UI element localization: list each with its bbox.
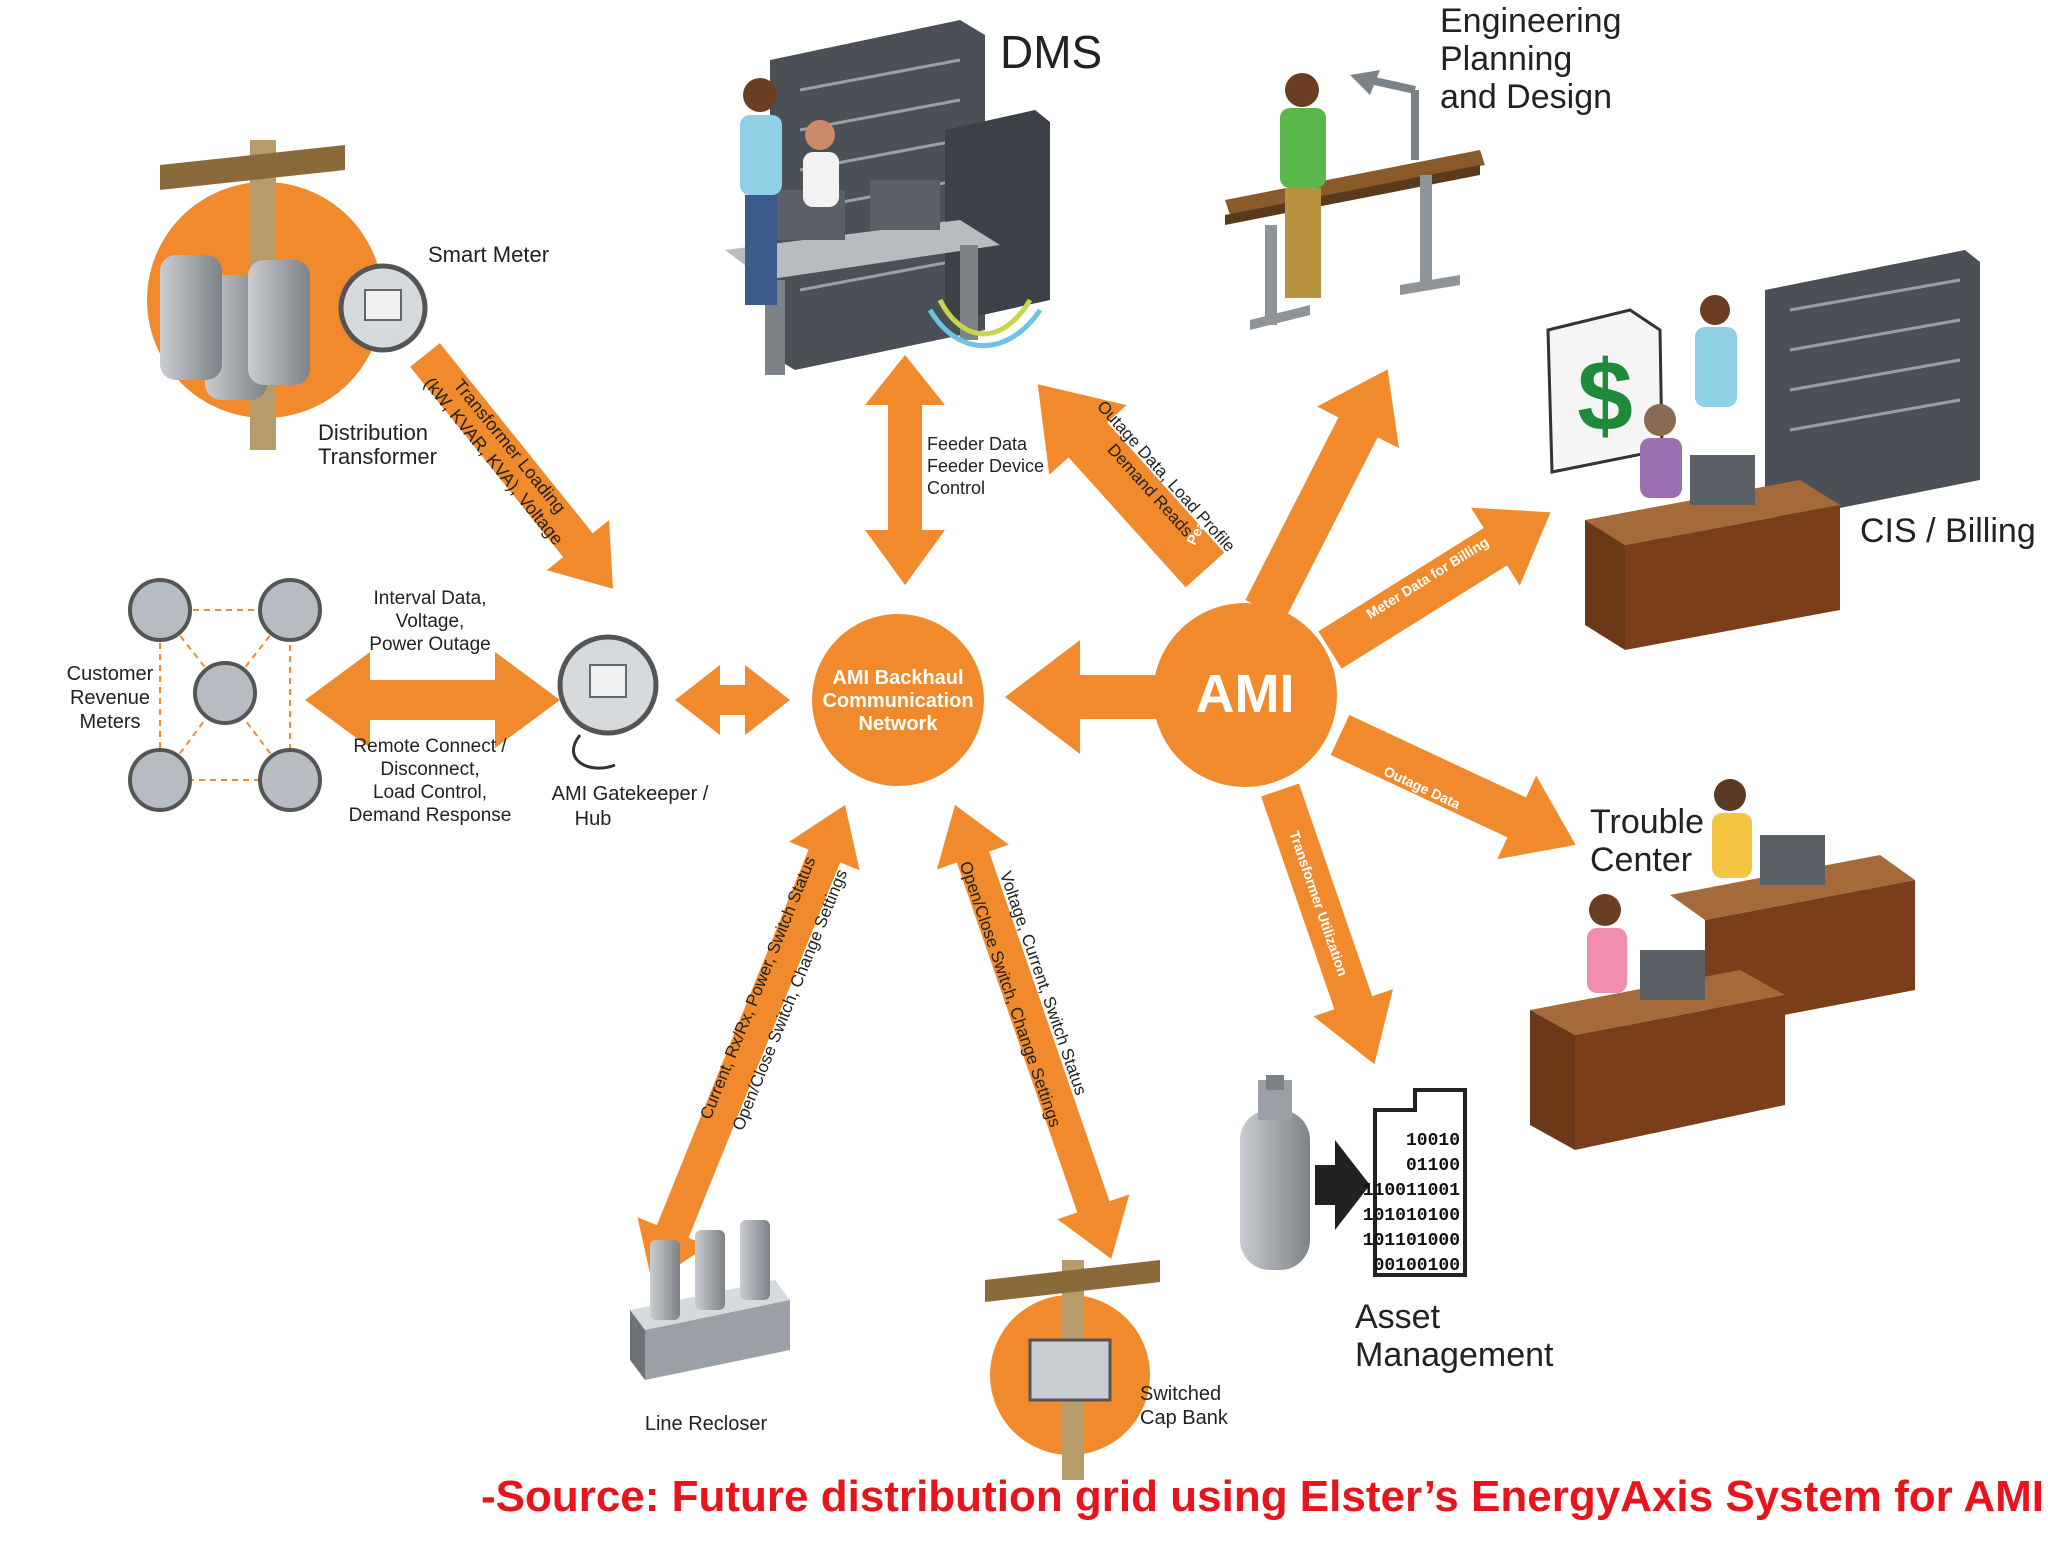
interval-data-label-1: Interval Data, xyxy=(374,588,487,609)
binary-line: 00100100 xyxy=(1374,1256,1460,1276)
cap-bank-node: Switched Cap Bank xyxy=(985,1260,1229,1480)
cap-bank-label-1: Switched xyxy=(1140,1383,1221,1405)
cap-bank-label-2: Cap Bank xyxy=(1140,1407,1229,1429)
cis-billing-label: CIS / Billing xyxy=(1860,512,2036,550)
ami-hub: AMI xyxy=(1153,603,1337,787)
customer-meters-label-3: Meters xyxy=(79,711,140,733)
cis-billing-node: $ CIS / Billing xyxy=(1546,250,2036,650)
svg-text:$: $ xyxy=(1577,340,1633,452)
arrow-right-icon xyxy=(1315,1140,1370,1230)
source-caption: -Source: Future distribution grid using … xyxy=(480,1472,2044,1521)
customer-meters-label-1: Customer xyxy=(67,663,154,685)
ami-hub-label: AMI xyxy=(1196,664,1295,724)
remote-connect-label-4: Demand Response xyxy=(349,805,512,826)
backhaul-label-2: Communication xyxy=(822,690,973,712)
backhaul-label-3: Network xyxy=(859,713,939,735)
customer-meter-icon xyxy=(128,578,192,642)
customer-meter-icon xyxy=(258,748,322,812)
angled-arrows xyxy=(410,343,1576,1283)
dms-label: DMS xyxy=(1000,26,1102,78)
distribution-transformer-node: Smart Meter Distribution Transformer xyxy=(147,140,549,469)
arrow-ami-to-dms xyxy=(1037,384,1225,588)
asset-management-label-1: Asset xyxy=(1355,1298,1441,1336)
arrow-ami-to-asset xyxy=(1261,783,1393,1065)
arrow-ami-to-cis xyxy=(1318,507,1551,669)
arrow-backhaul-dms xyxy=(865,355,945,585)
arrow-backhaul-recloser xyxy=(637,805,860,1283)
gatekeeper-label-1: AMI Gatekeeper / xyxy=(552,783,709,805)
trouble-center-node: Trouble Center xyxy=(1530,779,1915,1150)
feeder-data-label-2: Feeder Device xyxy=(927,456,1044,476)
feeder-data-label-1: Feeder Data xyxy=(927,434,1028,454)
line-recloser-label: Line Recloser xyxy=(645,1413,768,1435)
arrow-ami-to-backhaul xyxy=(1005,640,1180,754)
engineering-label-1: Engineering xyxy=(1440,2,1621,40)
dollar-document-icon: $ xyxy=(1546,308,1664,474)
arrow-backhaul-capbank xyxy=(936,805,1130,1259)
asset-management-label-2: Management xyxy=(1355,1336,1554,1374)
transformer-loading-label-2: (kW, KVAR, KVA), Voltage xyxy=(420,374,567,549)
engineering-node: Engineering Planning and Design xyxy=(1225,2,1621,330)
backhaul-label-1: AMI Backhaul xyxy=(832,667,963,689)
binary-line: 10010 xyxy=(1406,1131,1460,1151)
line-recloser-node: Line Recloser xyxy=(630,1220,790,1435)
engineering-label-2: Planning xyxy=(1440,40,1572,78)
binary-line: 101010100 xyxy=(1363,1206,1460,1226)
customer-meters-node: Customer Revenue Meters xyxy=(67,578,322,812)
arrow-smart-meter-to-gatekeeper xyxy=(410,343,613,589)
distribution-transformer-label-1: Distribution xyxy=(318,420,428,445)
customer-meter-icon xyxy=(193,661,257,725)
binary-line: 110011001 xyxy=(1363,1181,1460,1201)
customer-meter-icon xyxy=(128,748,192,812)
feeder-data-label-3: Control xyxy=(927,478,985,498)
trouble-center-label-1: Trouble xyxy=(1590,803,1704,841)
arrow-gatekeeper-customer-meters xyxy=(305,652,560,748)
gatekeeper-label-2: Hub xyxy=(575,808,612,830)
trouble-center-label-2: Center xyxy=(1590,841,1692,879)
arrows xyxy=(305,355,1180,754)
binary-line: 101101000 xyxy=(1363,1231,1460,1251)
engineering-label-3: and Design xyxy=(1440,78,1612,116)
arrow-ami-to-trouble xyxy=(1330,715,1576,860)
customer-meter-icon xyxy=(258,578,322,642)
backhaul-hub: AMI Backhaul Communication Network xyxy=(812,614,984,786)
binary-line: 01100 xyxy=(1406,1156,1460,1176)
smart-meter-label: Smart Meter xyxy=(428,242,549,267)
asset-management-node: 10010 01100 110011001 101010100 10110100… xyxy=(1240,1075,1554,1374)
distribution-transformer-label-2: Transformer xyxy=(318,444,437,469)
remote-connect-label-2: Disconnect, xyxy=(380,759,479,780)
arrow-ami-to-engineering xyxy=(1245,369,1400,620)
arrow-backhaul-gatekeeper xyxy=(675,665,790,735)
gatekeeper-node: AMI Gatekeeper / Hub xyxy=(552,634,709,830)
remote-connect-label-1: Remote Connect / xyxy=(353,736,507,757)
interval-data-label-2: Voltage, xyxy=(396,611,465,632)
remote-connect-label-3: Load Control, xyxy=(373,782,487,803)
interval-data-label-3: Power Outage xyxy=(369,634,490,655)
dms-node: DMS xyxy=(725,20,1102,375)
customer-meters-label-2: Revenue xyxy=(70,687,150,709)
binary-document-icon xyxy=(1373,1088,1467,1277)
